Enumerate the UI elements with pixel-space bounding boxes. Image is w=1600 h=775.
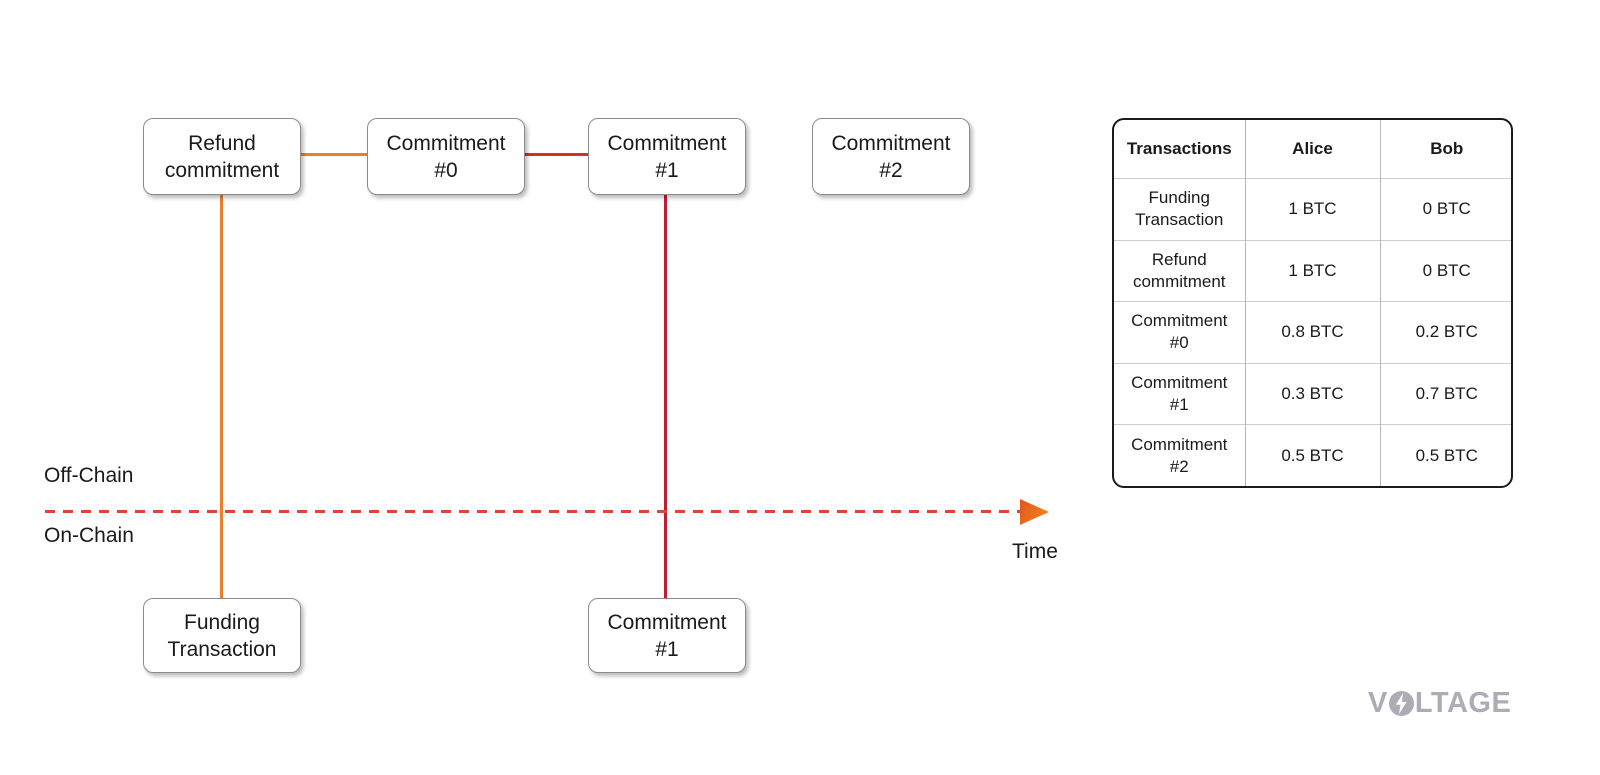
cell-bob: 0.7 BTC [1379,362,1511,425]
timeline-dashed-line [45,510,1022,513]
timeline-arrowhead-icon [1020,499,1049,525]
connector-refund-to-c0 [299,153,367,156]
box-commitment-1-offchain: Commitment #1 [588,118,746,195]
voltage-logo-text-ltage: LTAGE [1414,687,1512,719]
cell-bob: 0 BTC [1379,239,1511,302]
box-commitment-1-onchain-label: Commitment #1 [607,610,727,661]
connector-funding-to-refund [220,193,223,598]
box-commitment-0-label: Commitment #0 [386,131,506,182]
cell-alice: 0.5 BTC [1244,424,1380,486]
voltage-logo: V LTAGE [1368,687,1511,720]
cell-alice: 1 BTC [1244,178,1380,241]
box-refund-commitment-label: Refund commitment [164,131,280,182]
table-row: Refund commitment 1 BTC 0 BTC [1114,239,1511,302]
box-commitment-2: Commitment #2 [812,118,970,195]
cell-alice: 0.8 BTC [1244,301,1380,364]
box-funding-transaction: Funding Transaction [143,598,301,673]
balances-table: Transactions Alice Bob Funding Transacti… [1112,118,1513,488]
off-chain-label: Off-Chain [44,464,134,487]
time-label: Time [1012,540,1058,563]
on-chain-label: On-Chain [44,524,134,547]
cell-transaction: Commitment #2 [1114,424,1245,486]
box-funding-transaction-label: Funding Transaction [167,610,277,661]
cell-bob: 0 BTC [1379,178,1511,241]
header-alice: Alice [1244,120,1380,179]
cell-transaction: Refund commitment [1114,239,1245,302]
box-commitment-1-offchain-label: Commitment #1 [607,131,727,182]
cell-bob: 0.2 BTC [1379,301,1511,364]
table-header-row: Transactions Alice Bob [1114,120,1511,179]
box-commitment-1-onchain: Commitment #1 [588,598,746,673]
cell-alice: 1 BTC [1244,239,1380,302]
box-commitment-0: Commitment #0 [367,118,525,195]
cell-bob: 0.5 BTC [1379,424,1511,486]
lightning-bolt-icon [1388,691,1414,716]
voltage-logo-text-v: V [1368,687,1388,719]
table-row: Funding Transaction 1 BTC 0 BTC [1114,178,1511,241]
header-bob: Bob [1379,120,1511,179]
connector-c0-to-c1 [523,153,588,156]
table-row: Commitment #0 0.8 BTC 0.2 BTC [1114,301,1511,364]
box-commitment-2-label: Commitment #2 [831,131,951,182]
box-refund-commitment: Refund commitment [143,118,301,195]
connector-c1-offchain-to-onchain [664,193,667,598]
header-transactions: Transactions [1126,139,1232,158]
table-row: Commitment #2 0.5 BTC 0.5 BTC [1114,424,1511,486]
cell-alice: 0.3 BTC [1244,362,1380,425]
cell-transaction: Commitment #1 [1114,362,1245,425]
table-row: Commitment #1 0.3 BTC 0.7 BTC [1114,362,1511,425]
cell-transaction: Funding Transaction [1114,178,1245,241]
cell-transaction: Commitment #0 [1114,301,1245,364]
